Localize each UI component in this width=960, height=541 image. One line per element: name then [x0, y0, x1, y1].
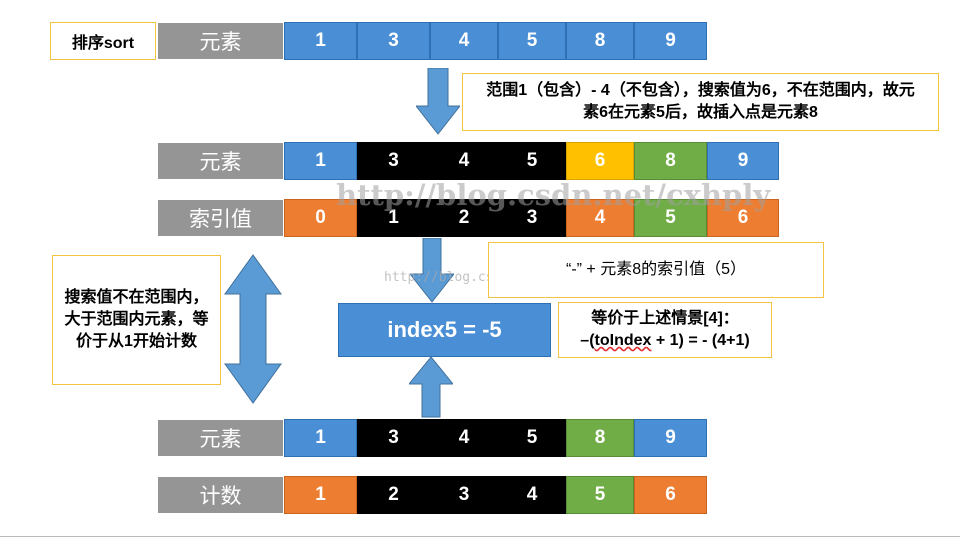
note-equiv-prefix: –(: [580, 332, 595, 349]
element-cell: 4: [430, 142, 498, 180]
element-cell-inserted: 6: [566, 142, 634, 180]
count-cell: 4: [498, 476, 566, 514]
element-cell: 9: [707, 142, 779, 180]
element-cell: 8: [634, 142, 707, 180]
element-cell: 5: [498, 142, 566, 180]
watermark-main: http://blog.csdn.net/cxhply: [336, 178, 771, 212]
sort-cell: 8: [566, 22, 634, 60]
sort-cell: 9: [634, 22, 707, 60]
element2-cell: 1: [284, 419, 357, 457]
count-cell: 6: [634, 476, 707, 514]
note-left-text: 搜索值不在范围内，大于范围内元素，等价于从1开始计数: [64, 289, 209, 350]
note-equiv-line1: 等价于上述情景[4]：: [591, 310, 739, 327]
note-range-text: 范围1（包含）- 4（不包含），搜索值为6，不在范围内，故元素6在元素5后，故插…: [486, 82, 915, 121]
note-equiv-suffix: + 1) = - (4+1): [651, 332, 750, 349]
element2-cell: 5: [498, 419, 566, 457]
index-cell: 4: [566, 199, 634, 237]
element2-cell: 3: [357, 419, 430, 457]
sort-cell: 4: [430, 22, 498, 60]
index-cell: 5: [634, 199, 707, 237]
note-minus-index: “-” + 元素8的索引值（5）: [488, 242, 824, 298]
bottom-divider: [0, 536, 960, 537]
sort-label-text: 排序sort: [71, 35, 135, 52]
sort-cell: 5: [498, 22, 566, 60]
index-row-header: 索引值: [157, 199, 284, 237]
count-cell: 1: [284, 476, 357, 514]
element2-cell: 8: [566, 419, 634, 457]
element2-cell: 4: [430, 419, 498, 457]
element2-cell: 9: [634, 419, 707, 457]
arrow-down-icon: [410, 238, 454, 303]
note-equiv-word: toIndex: [594, 332, 652, 349]
elements-row: 元素 1 3 4 5 6 8 9: [157, 142, 779, 180]
count-cell: 2: [357, 476, 430, 514]
count-row: 计数 1 2 3 4 5 6: [157, 476, 707, 514]
index-cell: 2: [430, 199, 498, 237]
arrow-down-icon: [416, 68, 460, 135]
count-cell: 5: [566, 476, 634, 514]
note-range: 范围1（包含）- 4（不包含），搜索值为6，不在范围内，故元素6在元素5后，故插…: [462, 73, 939, 131]
note-equiv-line2: –(toIndex + 1) = - (4+1): [580, 330, 749, 352]
index-cell: 1: [357, 199, 430, 237]
element-cell: 1: [284, 142, 357, 180]
index-cell: 0: [284, 199, 357, 237]
index-cell: 6: [707, 199, 779, 237]
sort-row: 元素 1 3 4 5 8 9: [157, 22, 707, 60]
double-arrow-icon: [224, 254, 282, 404]
note-equiv: 等价于上述情景[4]： –(toIndex + 1) = - (4+1): [558, 302, 772, 358]
element-cell: 3: [357, 142, 430, 180]
result-box: index5 = -5: [338, 303, 551, 357]
index-cell: 3: [498, 199, 566, 237]
elements-row-header: 元素: [157, 142, 284, 180]
note-left: 搜索值不在范围内，大于范围内元素，等价于从1开始计数: [52, 255, 221, 385]
elements2-row-header: 元素: [157, 419, 284, 457]
sort-cell: 1: [284, 22, 357, 60]
note-minus-text: “-” + 元素8的索引值（5）: [565, 261, 747, 278]
arrow-up-icon: [409, 356, 453, 418]
index-row: 索引值 0 1 2 3 4 5 6: [157, 199, 779, 237]
sort-label: 排序sort: [50, 22, 156, 60]
count-cell: 3: [430, 476, 498, 514]
count-row-header: 计数: [157, 476, 284, 514]
elements2-row: 元素 1 3 4 5 8 9: [157, 419, 707, 457]
sort-cell: 3: [357, 22, 430, 60]
sort-row-header: 元素: [157, 22, 284, 60]
result-text: index5 = -5: [387, 317, 502, 342]
